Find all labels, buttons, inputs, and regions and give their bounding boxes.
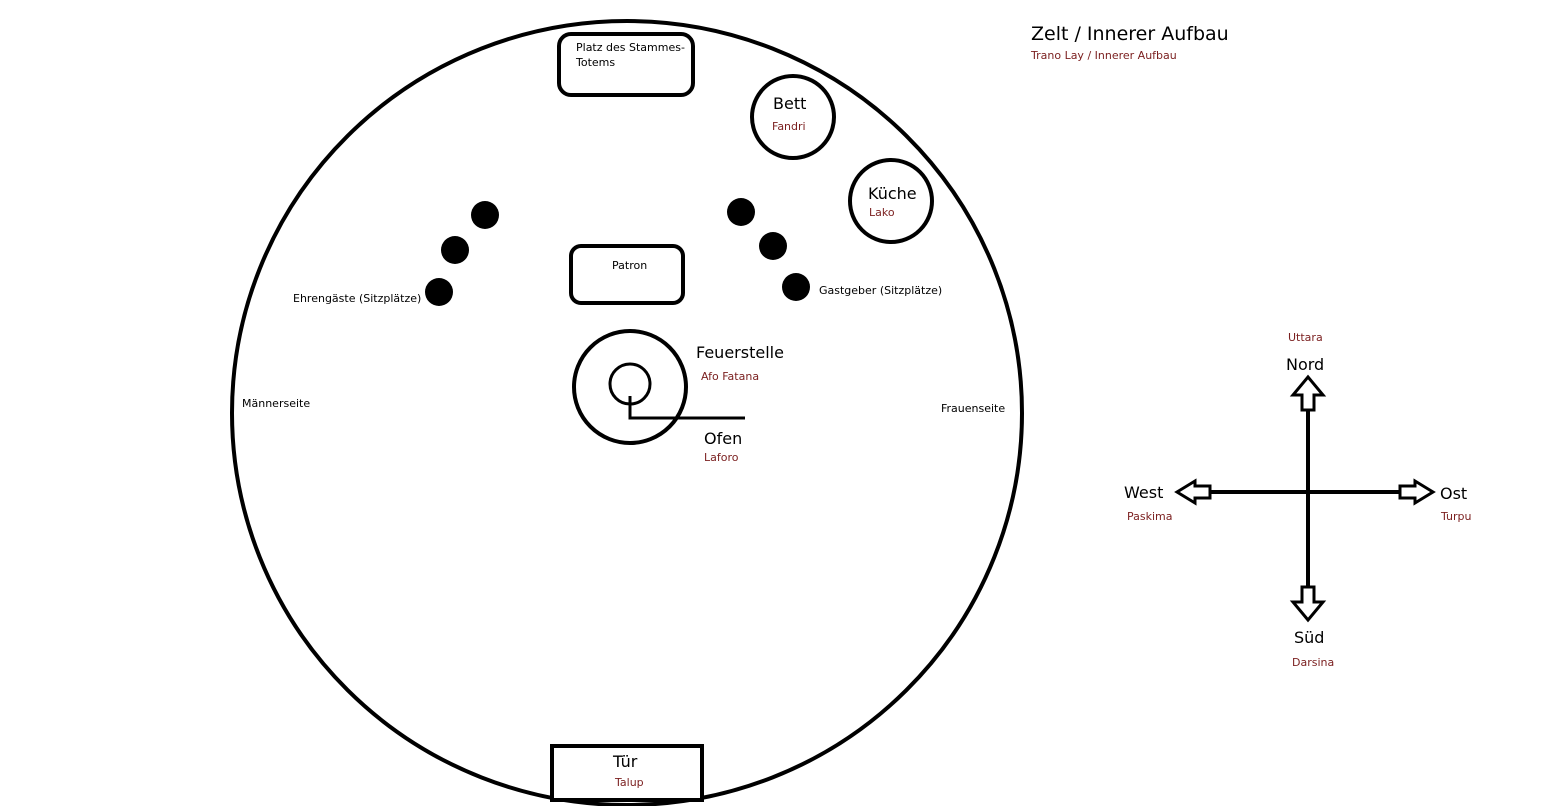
south-translation: Darsina <box>1292 656 1334 669</box>
east-translation: Turpu <box>1440 510 1472 523</box>
host-seat-2 <box>759 232 787 260</box>
fireplace-outer-ring <box>572 329 688 445</box>
host-seat-3 <box>782 273 810 301</box>
south-arrow-icon <box>1289 585 1327 623</box>
fireplace-translation: Afo Fatana <box>701 370 759 383</box>
door-label: Tür <box>612 752 638 771</box>
kitchen-label: Küche <box>868 184 917 203</box>
totem-box <box>557 32 695 97</box>
kitchen-circle <box>848 158 934 244</box>
compass: Uttara Nord Süd Darsina Ost Turpu West P… <box>1124 331 1472 669</box>
women-side-label: Frauenseite <box>941 402 1005 415</box>
oven-pointer-line <box>628 396 745 420</box>
west-translation: Paskima <box>1127 510 1173 523</box>
north-arrow-icon <box>1289 374 1327 412</box>
oven-label: Ofen <box>704 429 742 448</box>
bed-translation: Fandri <box>772 120 806 133</box>
bed-label: Bett <box>773 94 806 113</box>
guest-seat-3 <box>425 278 453 306</box>
totem-label-line2: Totems <box>575 56 615 69</box>
door-translation: Talup <box>614 776 644 789</box>
fireplace-label: Feuerstelle <box>696 343 784 362</box>
door-box <box>550 744 704 802</box>
tent-outline <box>230 19 1024 806</box>
guest-seat-2 <box>441 236 469 264</box>
page-subtitle: Trano Lay / Innerer Aufbau <box>1030 49 1177 62</box>
patron-box <box>569 244 685 305</box>
west-arrow-icon <box>1174 478 1212 506</box>
north-translation: Uttara <box>1288 331 1323 344</box>
north-label: Nord <box>1286 355 1324 374</box>
host-seat-1 <box>727 198 755 226</box>
patron-label: Patron <box>612 259 647 272</box>
bed-circle <box>750 74 836 160</box>
totem-label-line1: Platz des Stammes- <box>576 41 685 54</box>
east-arrow-icon <box>1398 478 1436 506</box>
page-title: Zelt / Innerer Aufbau <box>1031 23 1229 45</box>
west-label: West <box>1124 483 1163 502</box>
guest-seat-1 <box>471 201 499 229</box>
east-label: Ost <box>1440 484 1467 503</box>
men-side-label: Männerseite <box>242 397 310 410</box>
hosts-label: Gastgeber (Sitzplätze) <box>819 284 942 297</box>
oven-translation: Laforo <box>704 451 739 464</box>
south-label: Süd <box>1294 628 1324 647</box>
guests-label: Ehrengäste (Sitzplätze) <box>293 292 421 305</box>
kitchen-translation: Lako <box>869 206 895 219</box>
